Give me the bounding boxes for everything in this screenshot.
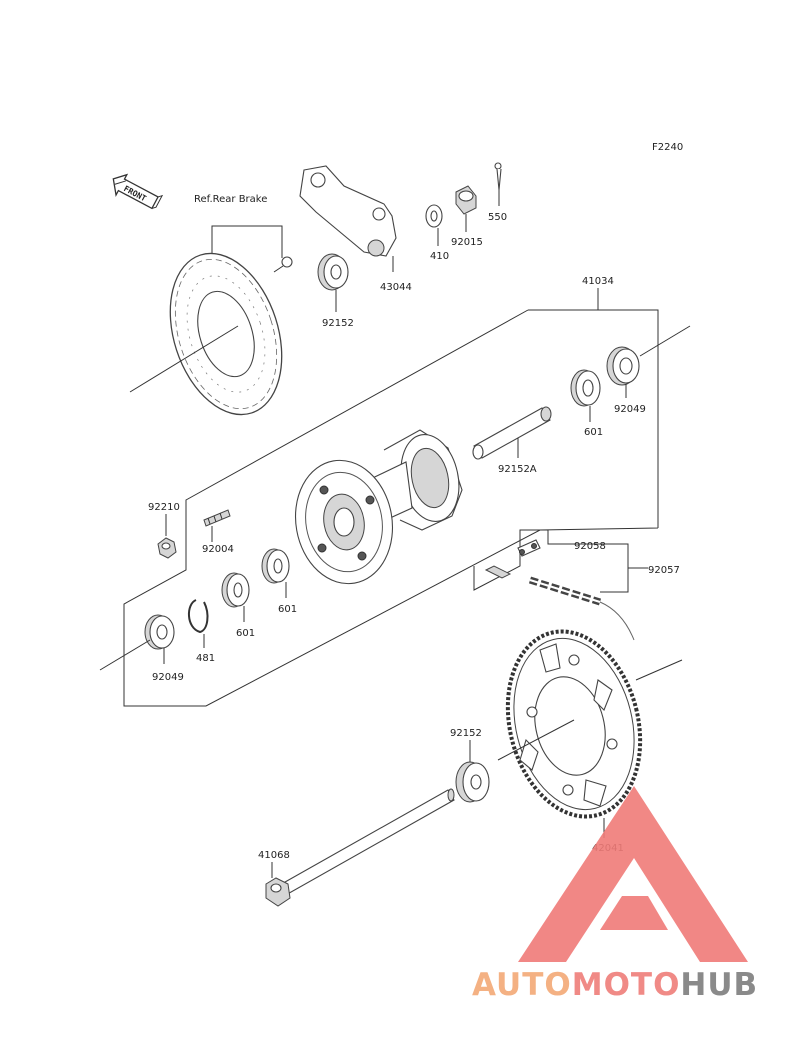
caliper-bracket-43044 (299, 165, 397, 272)
front-arrow-icon: FRONT (112, 173, 164, 210)
watermark-part-moto: MOTO (572, 967, 681, 1003)
watermark-triangle-icon (518, 786, 748, 962)
drive-chain-92057 (528, 576, 635, 641)
wheel-hub (294, 429, 463, 585)
label-41068: 41068 (258, 850, 290, 861)
washer-410 (425, 204, 443, 246)
collar-92152-bottom (455, 740, 490, 803)
figure-code: F2240 (652, 142, 683, 153)
brake-disc (129, 252, 283, 416)
watermark-text: AUTOMOTOHUB (472, 967, 758, 1003)
master-link-92058 (484, 539, 541, 579)
label-92057: 92057 (648, 565, 680, 576)
label-92049-left: 92049 (152, 672, 184, 683)
oil-seal-92049-left (99, 614, 175, 671)
label-43044: 43044 (380, 282, 412, 293)
bearing-601-mid (261, 548, 290, 598)
label-92210: 92210 (148, 502, 180, 513)
label-92015: 92015 (451, 237, 483, 248)
label-410: 410 (430, 251, 449, 262)
oil-seal-92049-right (606, 325, 691, 398)
ref-bracket-line (211, 225, 283, 258)
label-92152-top: 92152 (322, 318, 354, 329)
collar-92152-top (317, 253, 349, 312)
ref-rear-brake-label: Ref.Rear Brake (194, 194, 267, 205)
watermark-part-hub: HUB (680, 967, 758, 1003)
assembly-41034-outline (123, 309, 659, 707)
chain-link-bracket (473, 529, 596, 591)
nut-92015 (455, 185, 477, 232)
stud-92004 (203, 509, 231, 542)
nut-92210 (157, 514, 177, 559)
svg-text:AUTOMOTOHUB: AUTOMOTOHUB (472, 967, 758, 1003)
bearing-601-left (221, 572, 250, 622)
label-92152-bottom: 92152 (450, 728, 482, 739)
label-481: 481 (196, 653, 215, 664)
cotter-pin-550 (494, 162, 502, 206)
label-92058: 92058 (574, 541, 606, 552)
label-601-right: 601 (584, 427, 603, 438)
watermark-part-auto: AUTO (472, 967, 572, 1003)
label-92004: 92004 (202, 544, 234, 555)
disc-bolt (273, 256, 293, 273)
label-92049-right: 92049 (614, 404, 646, 415)
label-601-left: 601 (236, 628, 255, 639)
label-550: 550 (488, 212, 507, 223)
circlip-481 (188, 599, 209, 648)
label-92152a: 92152A (498, 464, 537, 475)
bearing-601-right (570, 369, 601, 422)
sprocket-42041 (497, 629, 683, 838)
watermark-logo (518, 786, 748, 962)
label-601-mid: 601 (278, 604, 297, 615)
spacer-tube-92152a (472, 406, 552, 460)
chain-bracket (596, 543, 648, 593)
label-41034: 41034 (582, 276, 614, 287)
axle-41068 (265, 788, 455, 907)
